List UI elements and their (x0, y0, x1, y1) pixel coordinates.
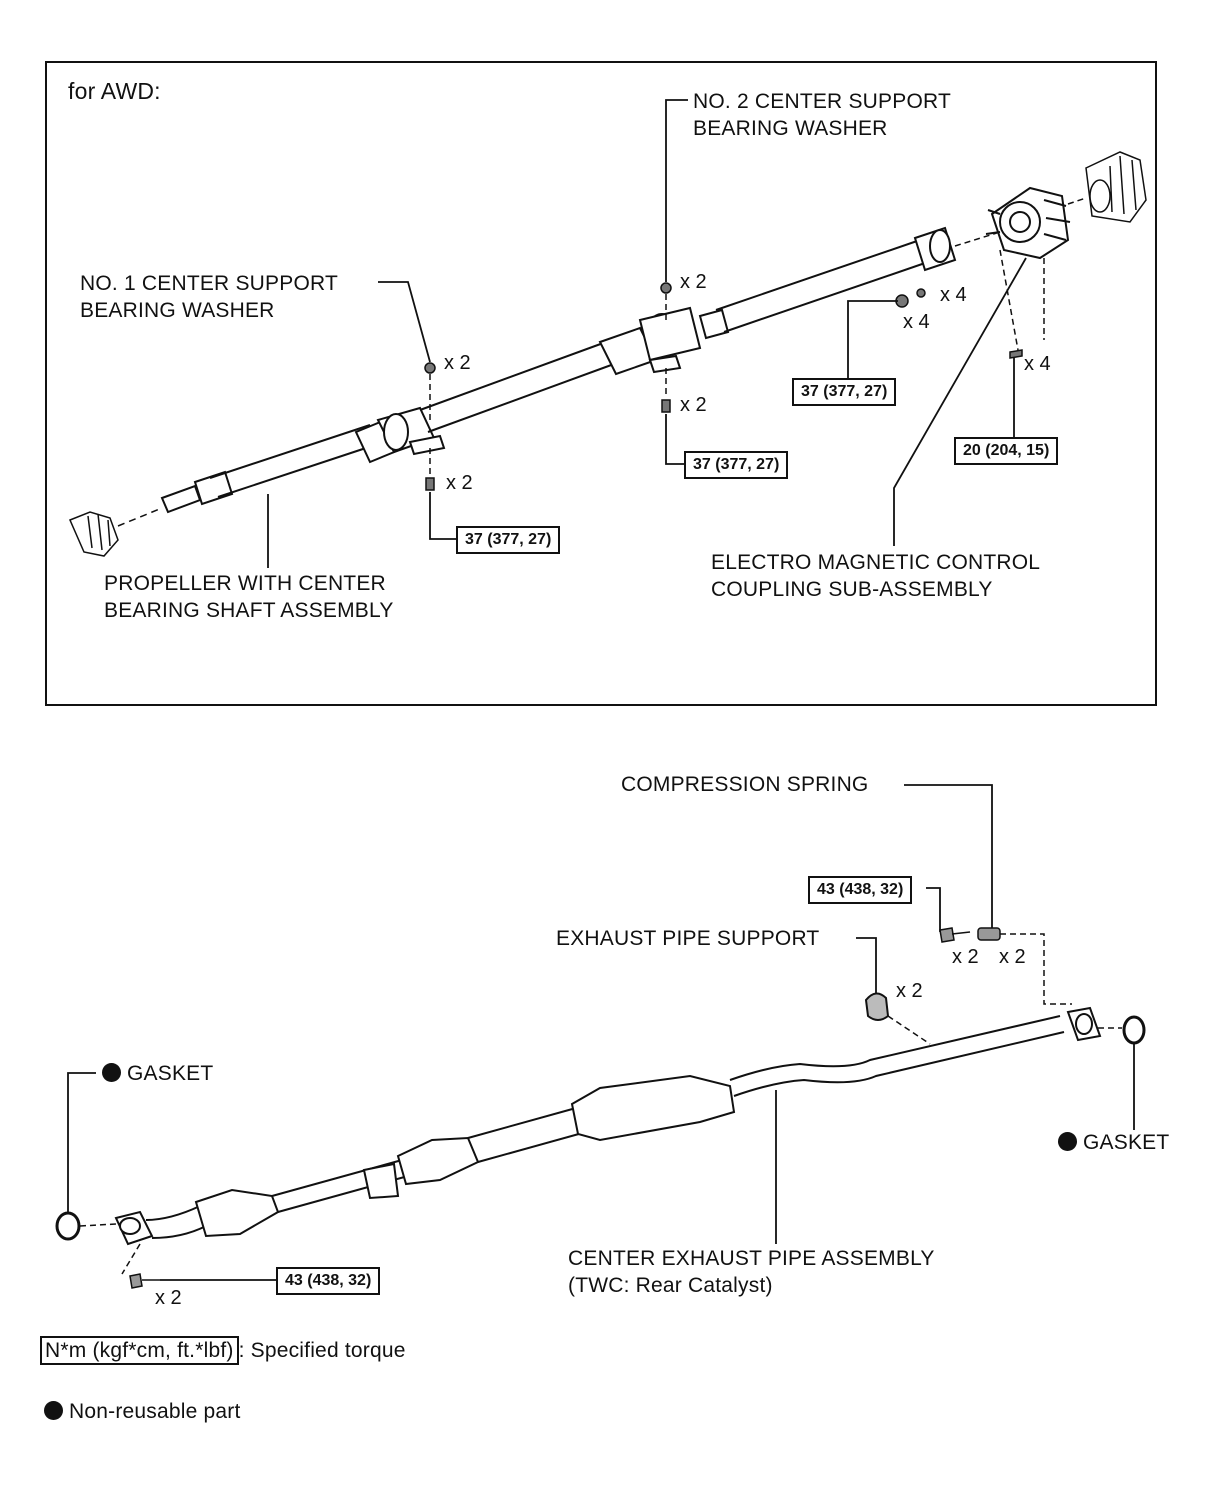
qty-no1-washer: x 2 (444, 352, 471, 374)
propeller-shaft (160, 226, 957, 514)
awd-title: for AWD: (68, 78, 161, 104)
legend-torque: N*m (kgf*cm, ft.*lbf): Specified torque (40, 1336, 406, 1365)
leader-support (856, 937, 877, 994)
qty-spring: x 2 (999, 946, 1026, 968)
legend-nonreusable: Non-reusable part (44, 1398, 241, 1425)
label-center-exhaust-pipe: CENTER EXHAUST PIPE ASSEMBLY (TWC: Rear … (568, 1247, 935, 1297)
label-compression-spring: COMPRESSION SPRING (621, 773, 869, 796)
qty-no2-bolt: x 2 (680, 394, 707, 416)
label-gasket-rear: GASKET (1058, 1129, 1169, 1156)
nonreusable-dot-icon (44, 1401, 63, 1420)
qty-spring-bolt: x 2 (952, 946, 979, 968)
leader-spring-torque (926, 887, 941, 932)
nonreusable-dot-icon (102, 1063, 121, 1082)
leader-flange-torque (847, 300, 898, 378)
leader-no1-washer (378, 281, 431, 363)
leader-no1-torque (429, 492, 456, 540)
exhaust-pipe (114, 1006, 1102, 1246)
torque-flange: 37 (377, 27) (792, 378, 897, 406)
label-no1-washer: NO. 1 CENTER SUPPORT BEARING WASHER (80, 272, 338, 322)
label-coupling: ELECTRO MAGNETIC CONTROL COUPLING SUB-AS… (711, 551, 1041, 601)
label-gasket-front: GASKET (102, 1060, 213, 1087)
qty-no2-washer: x 2 (680, 271, 707, 293)
spring-bolt-parts (939, 927, 1001, 943)
front-centerline (117, 507, 163, 527)
torque-coupling: 20 (204, 15) (954, 437, 1059, 465)
qty-coupling-bolt: x 4 (1024, 353, 1051, 375)
qty-support: x 2 (896, 980, 923, 1002)
qty-flange-nut-b: x 4 (903, 311, 930, 333)
awd-frame (45, 61, 1157, 706)
torque-no1-bolt: 37 (377, 27) (456, 526, 561, 554)
qty-front-bolt: x 2 (155, 1287, 182, 1309)
torque-spring-bolt: 43 (438, 32) (808, 876, 913, 904)
label-exhaust-pipe-support: EXHAUST PIPE SUPPORT (556, 927, 820, 950)
leader-no2-torque (665, 414, 684, 465)
leader-coupling (893, 257, 1027, 546)
awd-fasteners (424, 282, 1023, 491)
legend-torque-desc: : Specified torque (238, 1339, 406, 1362)
front-bolt-part (129, 1273, 160, 1289)
leader-no2-washer (665, 99, 688, 282)
qty-flange-nut-a: x 4 (940, 284, 967, 306)
torque-no2-bolt: 37 (377, 27) (684, 451, 789, 479)
rear-diff-sketch (1085, 151, 1147, 223)
leader-spring (904, 784, 993, 928)
coupling-assembly (985, 186, 1071, 260)
gasket-front-ring (55, 1211, 81, 1241)
torque-front-bolt: 43 (438, 32) (276, 1267, 381, 1295)
gasket-rear-ring (1122, 1015, 1146, 1045)
label-propeller: PROPELLER WITH CENTER BEARING SHAFT ASSE… (104, 572, 394, 622)
pipe-support-part (864, 992, 890, 1021)
label-no2-washer: NO. 2 CENTER SUPPORT BEARING WASHER (693, 90, 951, 140)
qty-no1-bolt: x 2 (446, 472, 473, 494)
nonreusable-dot-icon (1058, 1132, 1077, 1151)
front-diff-sketch (69, 511, 119, 557)
leader-gasket-front (67, 1072, 96, 1212)
legend-torque-unit: N*m (kgf*cm, ft.*lbf) (40, 1336, 239, 1365)
